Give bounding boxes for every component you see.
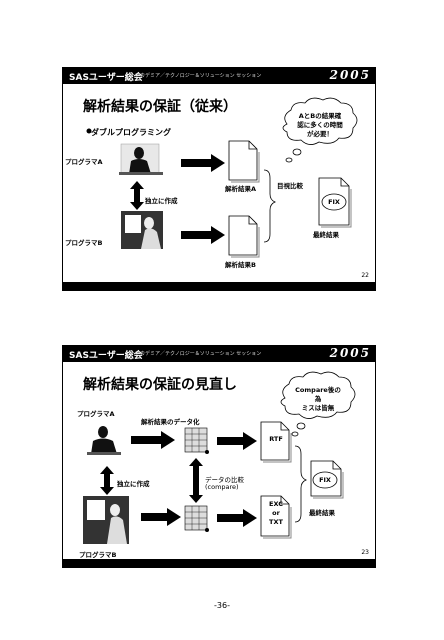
independent-label: 独立に作成 xyxy=(145,197,178,205)
programmer-b-label: プログラマB xyxy=(79,551,117,559)
bullet-text: ダブルプログラミング xyxy=(91,128,171,137)
arrow-right-icon xyxy=(141,508,181,526)
cloud-line: Compare後の xyxy=(295,386,341,394)
slide-page-number: 22 xyxy=(361,272,369,279)
slide-footer-bar xyxy=(63,282,375,290)
rtf-label: RTF xyxy=(269,435,283,443)
header-subtitle: アカデミア／テクノロジー＆ソリューション セッション xyxy=(135,73,262,79)
cloud-text: Compare後の 為 ミスは皆無 xyxy=(283,386,353,413)
cloud-text: AとBの結果確 認に多くの時間 が必要！ xyxy=(285,112,355,139)
document-icon xyxy=(228,140,260,183)
arrow-right-icon xyxy=(181,154,225,172)
slide-title: 解析結果の保証の見直し xyxy=(83,377,237,393)
slide-title: 解析結果の保証（従来） xyxy=(83,99,237,115)
slide-23: SASユーザー総会 アカデミア／テクノロジー＆ソリューション セッション 200… xyxy=(62,345,376,568)
slide-header-bar: SASユーザー総会 アカデミア／テクノロジー＆ソリューション セッション 200… xyxy=(63,68,375,84)
final-result-label: 最終結果 xyxy=(313,231,339,239)
slide-22: SASユーザー総会 アカデミア／テクノロジー＆ソリューション セッション 200… xyxy=(62,67,376,291)
data-compare-sub-label: (compare) xyxy=(205,483,239,491)
fix-document-icon xyxy=(310,460,344,499)
arrow-right-icon xyxy=(217,432,257,450)
or-label: or xyxy=(272,509,280,517)
brace-icon xyxy=(263,169,277,243)
datafy-label: 解析結果のデータ化 xyxy=(141,418,200,426)
compare-arrow-icon xyxy=(189,458,203,503)
document-icon xyxy=(260,421,292,463)
independent-label: 独立に作成 xyxy=(117,480,150,488)
programmer-a-label: プログラマA xyxy=(65,158,103,166)
programmer-b-label: プログラマB xyxy=(65,239,103,247)
exc-label: EXC xyxy=(269,500,283,508)
double-arrow-icon xyxy=(130,181,144,210)
thought-cloud-icon xyxy=(282,97,358,163)
brace-icon xyxy=(294,445,308,523)
slide-header-bar: SASユーザー総会 アカデミア／テクノロジー＆ソリューション セッション 200… xyxy=(63,346,375,362)
bullet-icon xyxy=(86,128,92,134)
txt-label: TXT xyxy=(269,518,283,526)
document-icon xyxy=(228,215,260,258)
data-table-icon xyxy=(184,427,209,454)
arrow-right-icon xyxy=(181,226,225,244)
slide-footer-bar xyxy=(63,559,375,567)
slide1-graphics xyxy=(86,97,358,258)
cloud-line: 認に多くの時間 xyxy=(297,121,343,129)
person-a-icon xyxy=(119,143,163,175)
cloud-line: AとBの結果確 xyxy=(298,112,342,120)
final-result-label: 最終結果 xyxy=(309,509,335,517)
person-a-icon xyxy=(87,426,121,455)
header-subtitle: アカデミア／テクノロジー＆ソリューション セッション xyxy=(135,351,262,357)
fix-document-icon xyxy=(318,177,352,228)
data-compare-label: データの比較 xyxy=(205,476,244,484)
person-b-icon xyxy=(83,496,129,544)
header-title: SASユーザー総会 xyxy=(69,73,143,83)
programmer-a-label: プログラマA xyxy=(77,410,115,418)
data-table-icon xyxy=(184,505,209,532)
header-logo: 2005 xyxy=(329,346,371,360)
slide-page-number: 23 xyxy=(361,549,369,556)
cloud-line: が必要！ xyxy=(307,130,333,138)
header-title: SASユーザー総会 xyxy=(69,351,143,361)
document-page-number: -36- xyxy=(214,601,230,610)
person-b-icon xyxy=(121,211,163,249)
arrow-right-icon xyxy=(131,431,175,449)
header-logo: 2005 xyxy=(329,68,371,82)
result-b-label: 解析結果B xyxy=(225,261,256,269)
cloud-line: ミスは皆無 xyxy=(301,404,335,412)
result-a-label: 解析結果A xyxy=(225,185,257,193)
slide2-graphics xyxy=(83,371,356,544)
document-icon xyxy=(260,495,292,539)
cloud-line: 為 xyxy=(314,395,322,403)
fix-label: FIX xyxy=(328,198,340,206)
fix-label: FIX xyxy=(319,476,331,484)
thought-cloud-icon xyxy=(280,371,356,437)
visual-compare-label: 目視比較 xyxy=(277,182,303,190)
double-arrow-icon xyxy=(100,466,114,495)
arrow-right-icon xyxy=(217,509,257,527)
